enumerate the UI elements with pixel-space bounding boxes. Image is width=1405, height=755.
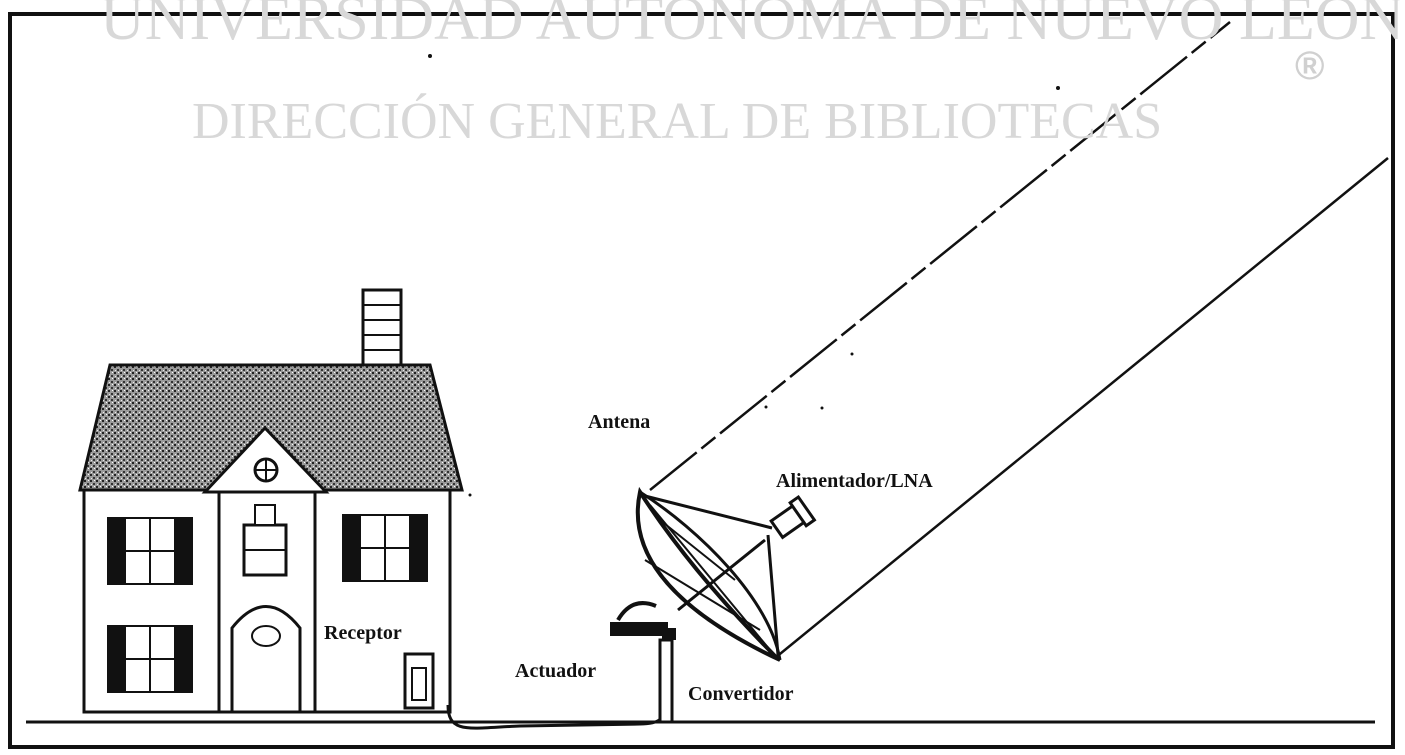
satellite-dish	[610, 486, 817, 724]
house	[78, 288, 464, 714]
label-receiver: Receptor	[324, 622, 402, 644]
beam-lower-line	[774, 157, 1389, 659]
watermark-library: DIRECCIÓN GENERAL DE BIBLIOTECAS	[192, 93, 1163, 150]
label-converter: Convertidor	[688, 683, 794, 705]
registered-mark: ®	[1295, 44, 1325, 88]
beam-upper-line	[649, 21, 1231, 491]
cable	[446, 645, 667, 730]
label-antenna: Antena	[588, 411, 651, 433]
watermark-university: UNIVERSIDAD AUTONOMA DE NUEVO LEON	[100, 0, 1405, 53]
label-actuator: Actuador	[515, 660, 597, 682]
frame-border	[8, 12, 1395, 749]
label-feed-lna: Alimentador/LNA	[776, 470, 933, 492]
